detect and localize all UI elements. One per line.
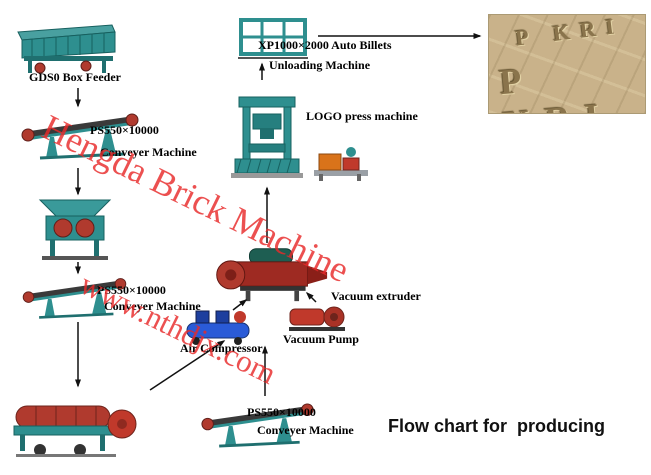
unloading-machine-image xyxy=(236,16,310,64)
small-press-image xyxy=(311,142,371,182)
mixer-drawing xyxy=(13,405,137,457)
page-title: Flow chart for producing bricks xyxy=(388,341,605,475)
logo-press-drawing xyxy=(231,96,303,178)
brick-letters-row: P KRI xyxy=(513,14,626,51)
conveyer3-label-model: PS550×10000 xyxy=(247,405,316,419)
box-feeder-label: GDS0 Box Feeder xyxy=(29,70,121,84)
conveyer1-label-name: Conveyer Machine xyxy=(100,145,197,159)
vacuum-pump-image xyxy=(287,300,349,334)
box-feeder-drawing xyxy=(17,24,116,74)
vacuum-extruder-drawing xyxy=(216,248,328,302)
conveyer2-image xyxy=(12,275,137,321)
unloading-machine-drawing xyxy=(238,18,308,59)
conveyer3-drawing xyxy=(201,403,314,448)
conveyer2-label-name: Conveyer Machine xyxy=(104,299,201,313)
vacuum-pump-label: Vacuum Pump xyxy=(283,332,359,346)
conveyer3-image xyxy=(200,400,315,450)
conveyer1-drawing xyxy=(21,113,139,160)
box-feeder-image xyxy=(16,22,116,77)
logo-press-label: LOGO press machine xyxy=(306,109,418,123)
vacuum-pump-drawing xyxy=(289,306,345,331)
small-press-drawing xyxy=(314,147,368,181)
vacuum-extruder-label: Vacuum extruder xyxy=(331,289,421,303)
conveyer2-drawing xyxy=(22,278,127,319)
crusher-image xyxy=(30,198,120,262)
mixer-image xyxy=(10,390,138,460)
conveyer1-label-model: PS550×10000 xyxy=(90,123,159,137)
logo-press-image xyxy=(227,94,307,182)
crusher-drawing xyxy=(38,199,112,260)
vacuum-extruder-image xyxy=(208,245,333,303)
conveyer1-image xyxy=(20,110,140,162)
brick-letters-row: P KRI xyxy=(497,59,615,113)
unloading-machine-label-model: XP1000×2000 Auto Billets xyxy=(258,38,392,52)
page-title-line1: Flow chart for producing xyxy=(388,416,605,436)
conveyer2-label-model: PS550×10000 xyxy=(97,283,166,297)
unloading-machine-label-name: Unloading Machine xyxy=(269,58,371,72)
bricks-photo: P KRI P KRI xyxy=(488,14,646,114)
air-compressor-label: Air Compressor xyxy=(180,341,263,355)
conveyer3-label-name: Conveyer Machine xyxy=(257,423,354,437)
